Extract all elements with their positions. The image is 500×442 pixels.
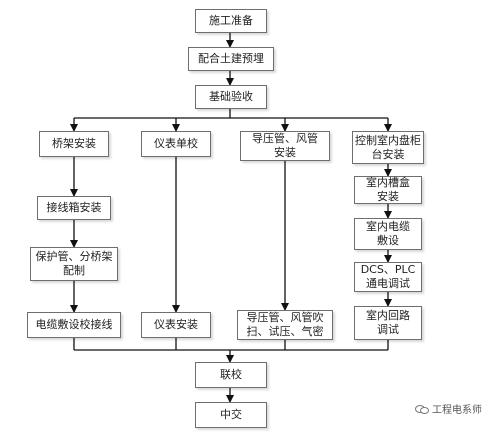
node-indoor-cable-laying: 室内电缆敷设 <box>354 218 422 250</box>
node-indoor-trough-install: 室内槽盒安装 <box>354 176 422 204</box>
node-label: 室内槽盒安装 <box>366 176 410 203</box>
watermark-text: 工程电系师 <box>432 405 482 416</box>
node-pipe-purge-test: 导压管、风管吹扫、试压、气密 <box>237 310 333 340</box>
node-cable-laying-wiring: 电缆敷设校接线 <box>27 312 121 338</box>
node-pipe-install: 导压管、风管安装 <box>240 131 330 161</box>
node-instrument-install: 仪表安装 <box>141 312 211 338</box>
node-dcs-plc-power-test: DCS、PLC通电调试 <box>354 262 422 292</box>
node-tray-install: 桥架安装 <box>39 131 109 157</box>
node-handover: 中交 <box>195 402 267 428</box>
node-label: 仪表安装 <box>154 318 198 331</box>
node-label: 桥架安装 <box>52 137 96 150</box>
node-protect-pipe-config: 保护管、分桥架配制 <box>30 247 118 281</box>
node-label: 导压管、风管安装 <box>252 132 318 159</box>
node-label: 联校 <box>220 368 242 381</box>
node-joint-calibration: 联校 <box>195 362 267 388</box>
node-label: 室内电缆敷设 <box>366 220 410 247</box>
node-instrument-calibration: 仪表单校 <box>141 131 211 157</box>
node-foundation-acceptance: 基础验收 <box>195 85 267 109</box>
node-label: 控制室内盘柜台安装 <box>355 133 421 161</box>
node-label: 保护管、分桥架配制 <box>35 250 113 277</box>
node-label: 室内回路调试 <box>366 309 410 336</box>
node-label: 中交 <box>220 408 242 421</box>
wechat-icon <box>415 404 429 414</box>
node-label: 导压管、风管吹扫、试压、气密 <box>246 311 324 338</box>
node-junction-box-install: 接线箱安装 <box>37 196 111 220</box>
node-label: 施工准备 <box>209 14 253 27</box>
node-label: 电缆敷设校接线 <box>35 318 113 331</box>
node-indoor-loop-test: 室内回路调试 <box>354 306 422 340</box>
watermark: 工程电系师 <box>415 401 482 416</box>
node-label: DCS、PLC通电调试 <box>360 263 416 290</box>
node-cabinet-install: 控制室内盘柜台安装 <box>352 131 424 164</box>
node-label: 基础验收 <box>209 90 253 103</box>
node-label: 配合土建预埋 <box>198 52 264 65</box>
node-label: 接线箱安装 <box>46 201 102 214</box>
node-civil-embed: 配合土建预埋 <box>188 47 274 71</box>
node-construction-prep: 施工准备 <box>195 9 267 33</box>
node-label: 仪表单校 <box>154 137 198 150</box>
